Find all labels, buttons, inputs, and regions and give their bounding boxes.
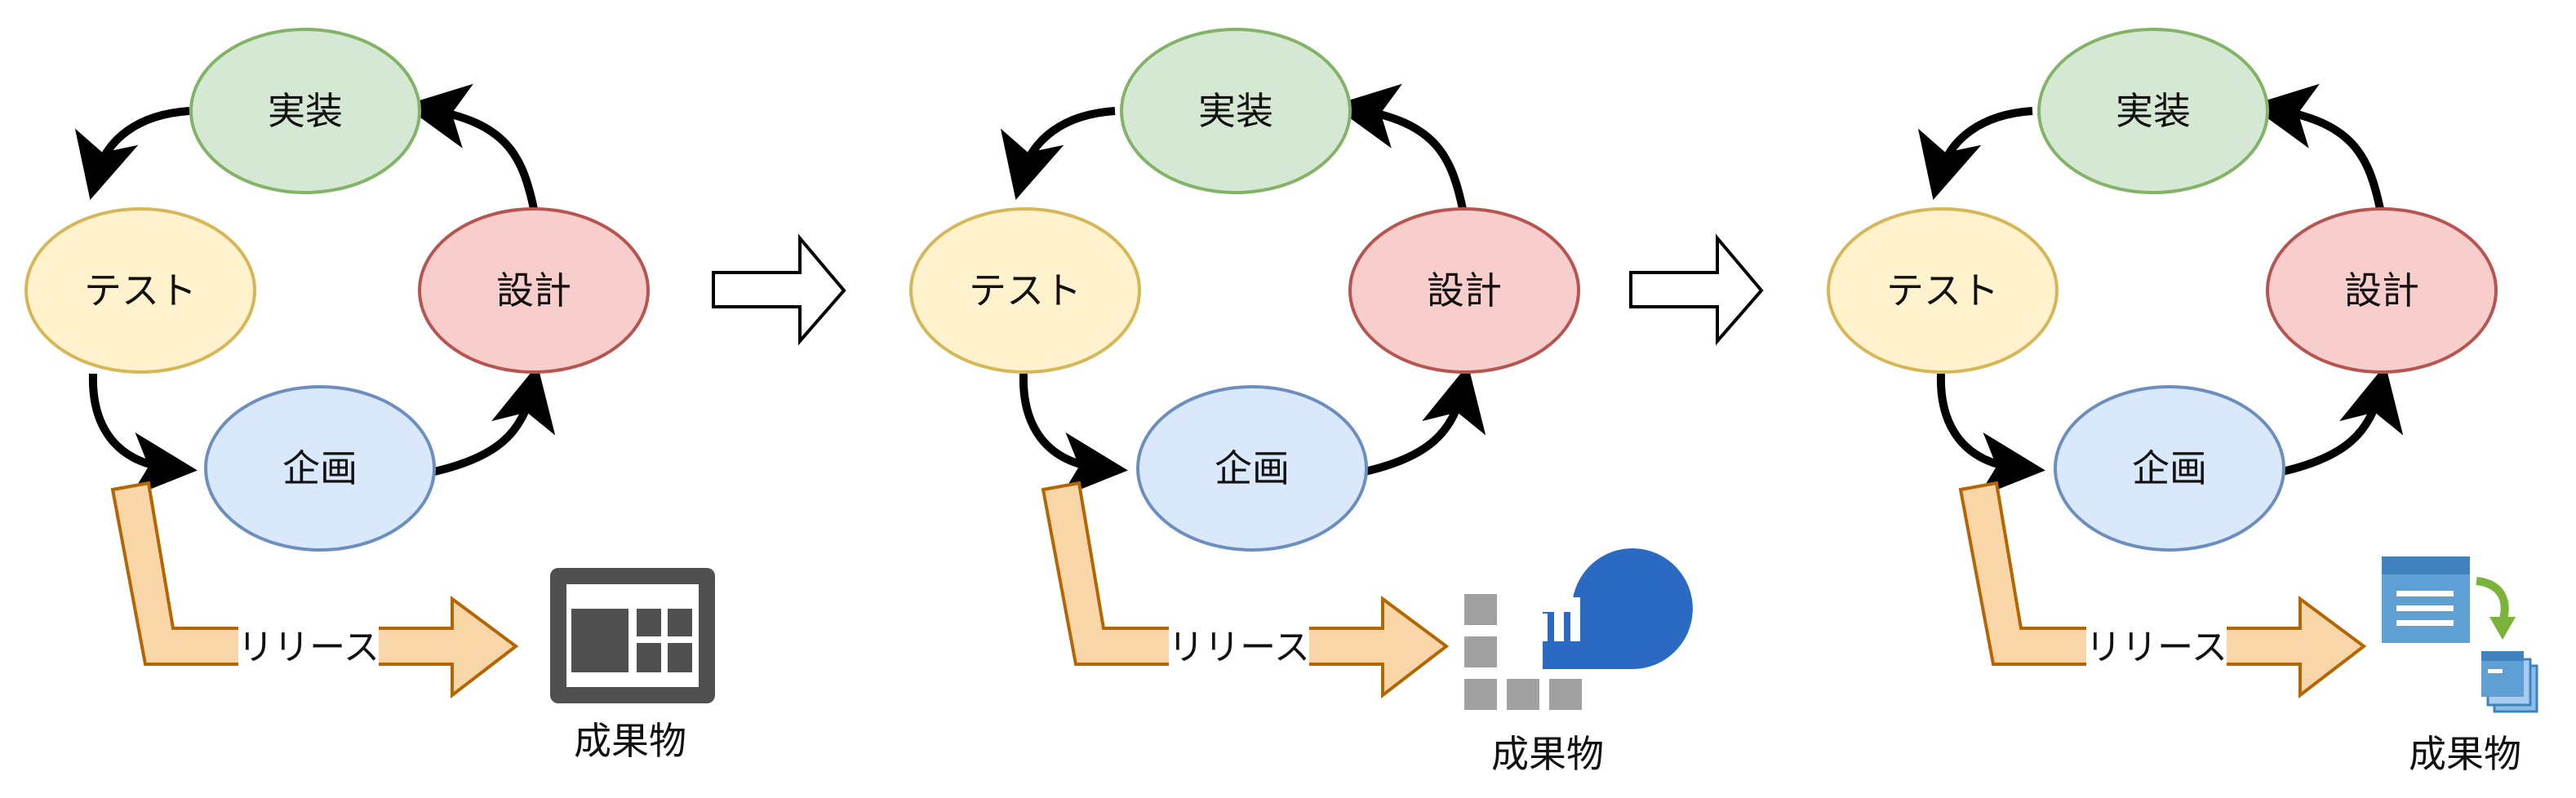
node-test [911, 209, 1139, 372]
release-arrow [1043, 483, 1446, 695]
node-plan-border [2054, 385, 2285, 552]
arrow-design-to-implement [2250, 83, 2384, 211]
node-test-label: テスト [84, 268, 197, 313]
arrow-test-to-plan [88, 373, 198, 498]
node-plan-label: 企画 [1215, 446, 1290, 490]
cycle-panel-1: 実装 テスト 設計 企画 リリース 成果物 [24, 28, 715, 763]
node-implement-border [2037, 28, 2269, 194]
node-implement [191, 29, 420, 193]
release-label: リリース [238, 627, 380, 668]
transition-arrow-1 [712, 233, 846, 346]
product-label: 成果物 [574, 719, 686, 763]
node-plan [1138, 387, 1366, 550]
transition-arrow-2 [1629, 233, 1764, 346]
document-copy-icon [2382, 556, 2538, 713]
release-label-bg [2086, 627, 2227, 667]
arrow-implement-to-test [1000, 107, 1116, 201]
node-implement-border [1120, 28, 1352, 194]
node-plan [206, 387, 434, 550]
node-design [420, 209, 648, 372]
arrow-design-to-implement [1332, 83, 1467, 211]
node-plan-border [1136, 385, 1368, 552]
node-implement-label: 実装 [268, 89, 343, 133]
arrow-implement-to-test [1917, 107, 2033, 201]
release-arrow [113, 483, 516, 695]
node-implement-label: 実装 [1198, 89, 1273, 133]
node-implement [1121, 29, 1350, 193]
product-label: 成果物 [1491, 732, 1604, 776]
release-label: リリース [2085, 627, 2227, 668]
node-implement [2039, 29, 2267, 193]
node-test-label: テスト [969, 268, 1081, 313]
release-arrow [1961, 483, 2364, 695]
release-label: リリース [1168, 627, 1310, 668]
node-test-label: テスト [1886, 268, 1999, 313]
node-design-label: 設計 [496, 268, 571, 313]
node-design-label: 設計 [1427, 268, 1502, 313]
dashboard-layout-icon [550, 568, 715, 703]
node-test-border [909, 207, 1141, 374]
node-plan-label: 企画 [282, 446, 358, 490]
cycle-panel-3: 実装 テスト 設計 企画 リリース 成果物 [1827, 28, 2538, 776]
arrow-plan-to-design [433, 364, 556, 476]
arrow-test-to-plan [1019, 373, 1128, 498]
analytics-chart-icon [1464, 548, 1693, 710]
node-plan [2055, 387, 2284, 550]
node-implement-border [189, 28, 421, 194]
node-test [1828, 209, 2057, 372]
node-design-border [1348, 207, 1580, 374]
node-test-border [1827, 207, 2059, 374]
arrow-plan-to-design [2281, 364, 2404, 476]
arrow-design-to-implement [403, 83, 538, 211]
node-design-border [2266, 207, 2498, 374]
node-plan-border [204, 385, 436, 552]
node-design [1350, 209, 1579, 372]
arrow-implement-to-test [74, 107, 190, 201]
node-test [26, 209, 255, 372]
node-design-label: 設計 [2344, 268, 2419, 313]
node-design [2267, 209, 2496, 372]
node-plan-label: 企画 [2132, 446, 2207, 490]
node-test-border [24, 207, 256, 374]
cycle-panel-2: 実装 テスト 設計 企画 リリース 成果物 [909, 28, 1693, 776]
release-label-bg [1169, 627, 1309, 667]
arrow-plan-to-design [1363, 364, 1486, 476]
node-implement-label: 実装 [2116, 89, 2191, 133]
product-label: 成果物 [2409, 732, 2521, 776]
release-label-bg [238, 627, 379, 667]
node-design-border [418, 207, 650, 374]
arrow-test-to-plan [1936, 373, 2045, 498]
